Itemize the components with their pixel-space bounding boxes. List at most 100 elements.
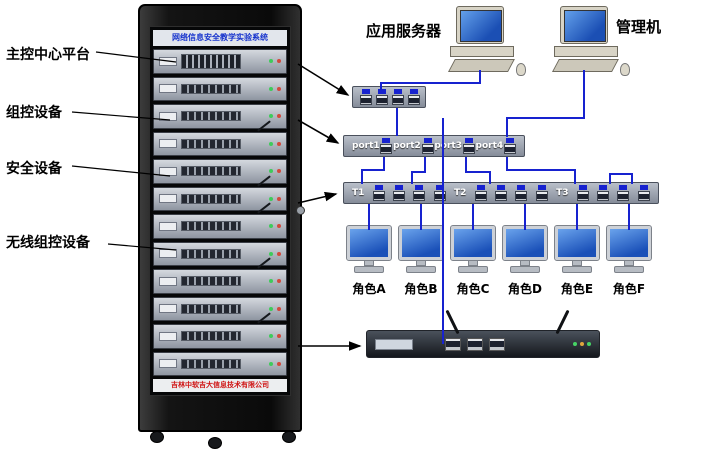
- unit-led: [277, 224, 281, 229]
- rack-unit: [153, 351, 287, 376]
- four-port-switch: [352, 86, 426, 108]
- rack-unit: [153, 49, 287, 74]
- t-port-bar: T1 T2 T3: [343, 182, 659, 204]
- role-label: 角色B: [404, 282, 438, 296]
- rj45-port-icon: [597, 185, 610, 201]
- role-workstation: 角色F: [599, 225, 659, 297]
- rack-title: 网络信息安全教学实验系统: [153, 30, 287, 46]
- unit-ports: [181, 221, 241, 232]
- label-security-devices: 安全设备: [6, 161, 62, 177]
- label-wireless-group-devices: 无线组控设备: [6, 235, 90, 251]
- unit-label-chip: [159, 139, 177, 149]
- unit-label-chip: [159, 276, 177, 286]
- monitor-icon: [560, 6, 608, 44]
- server-rack: 网络信息安全教学实验系统 吉林中软吉大信息技术有限公司: [138, 4, 302, 432]
- unit-led: [269, 141, 273, 146]
- monitor-stand: [364, 260, 374, 266]
- rj45-port-icon: [474, 185, 487, 201]
- unit-led: [269, 334, 273, 339]
- t1-label: T1: [352, 188, 365, 198]
- role-label: 角色A: [352, 282, 386, 296]
- computer-case-icon: [554, 46, 618, 57]
- unit-led: [277, 279, 281, 284]
- role-workstation: 角色B: [391, 225, 451, 297]
- unit-led: [269, 224, 273, 229]
- rack-unit: [153, 76, 287, 101]
- rack-unit: [153, 296, 287, 321]
- label-main-control-platform: 主控中心平台: [6, 47, 90, 63]
- port4-label: port4: [475, 141, 504, 151]
- rack-caster: [282, 431, 296, 443]
- unit-led: [277, 306, 281, 311]
- t2-label: T2: [454, 188, 467, 198]
- monitor-base: [614, 266, 644, 273]
- device-logo-plate: [375, 338, 413, 350]
- cable-port2-to-t1: [411, 157, 426, 184]
- rack-front-panel: 网络信息安全教学实验系统 吉林中软吉大信息技术有限公司: [149, 26, 291, 396]
- monitor-icon: [398, 225, 444, 261]
- role-workstation: 角色E: [547, 225, 607, 297]
- rj45-port-icon: [392, 89, 404, 105]
- unit-ports: [181, 193, 241, 204]
- rj45-port-icon: [380, 138, 393, 154]
- unit-led: [269, 114, 273, 119]
- label-app-server: 应用服务器: [366, 22, 442, 40]
- unit-label-chip: [159, 84, 177, 94]
- port3-label: port3: [434, 141, 462, 151]
- rack-lock: [296, 206, 305, 215]
- rj45-port-icon: [617, 185, 630, 201]
- monitor-icon: [450, 225, 496, 261]
- rj45-port-icon: [376, 89, 388, 105]
- rj45-port-icon: [515, 185, 528, 201]
- mouse-icon: [620, 63, 630, 76]
- unit-led: [269, 361, 273, 366]
- port1-label: port1: [352, 141, 380, 151]
- port-bar: port1 port2 port3 port4: [343, 135, 525, 157]
- rack-unit: [153, 269, 287, 294]
- monitor-stand: [468, 260, 478, 266]
- unit-label-chip: [159, 304, 177, 314]
- rack-unit: [153, 241, 287, 266]
- monitor-stand: [416, 260, 426, 266]
- app-server-computer: [448, 6, 526, 76]
- rj45-port-icon: [408, 89, 420, 105]
- rack-unit: [153, 324, 287, 349]
- rj45-port-icon: [413, 185, 426, 201]
- cable-port1-to-t1: [361, 157, 385, 184]
- unit-led: [277, 114, 281, 119]
- unit-led: [269, 251, 273, 256]
- unit-led: [277, 196, 281, 201]
- unit-led: [269, 279, 273, 284]
- manager-computer: [552, 6, 630, 76]
- unit-led: [269, 86, 273, 91]
- unit-ports: [181, 53, 241, 69]
- arrow-lines: [297, 63, 362, 351]
- role-label: 角色D: [508, 282, 542, 296]
- monitor-stand: [572, 260, 582, 266]
- rj45-port-icon: [489, 337, 505, 351]
- role-workstation: 角色A: [339, 225, 399, 297]
- rj45-port-icon: [467, 337, 483, 351]
- unit-led: [277, 251, 281, 256]
- unit-label-chip: [159, 166, 177, 176]
- unit-led: [269, 306, 273, 311]
- monitor-icon: [346, 225, 392, 261]
- rack-caster: [208, 437, 222, 449]
- unit-ports: [181, 248, 241, 259]
- unit-led: [277, 86, 281, 91]
- antenna-icon: [555, 309, 570, 335]
- rj45-port-icon: [462, 138, 475, 154]
- unit-ports: [181, 111, 241, 122]
- wireless-access-device: [366, 309, 600, 358]
- keyboard-icon: [448, 59, 515, 72]
- unit-led: [269, 169, 273, 174]
- role-workstation: 角色D: [495, 225, 555, 297]
- monitor-icon: [554, 225, 600, 261]
- mouse-icon: [516, 63, 526, 76]
- monitor-icon: [606, 225, 652, 261]
- arrow-rack-to-portbar: [297, 119, 340, 144]
- unit-ports: [181, 358, 241, 369]
- unit-ports: [181, 276, 241, 287]
- rj45-port-icon: [637, 185, 650, 201]
- unit-led: [269, 196, 273, 201]
